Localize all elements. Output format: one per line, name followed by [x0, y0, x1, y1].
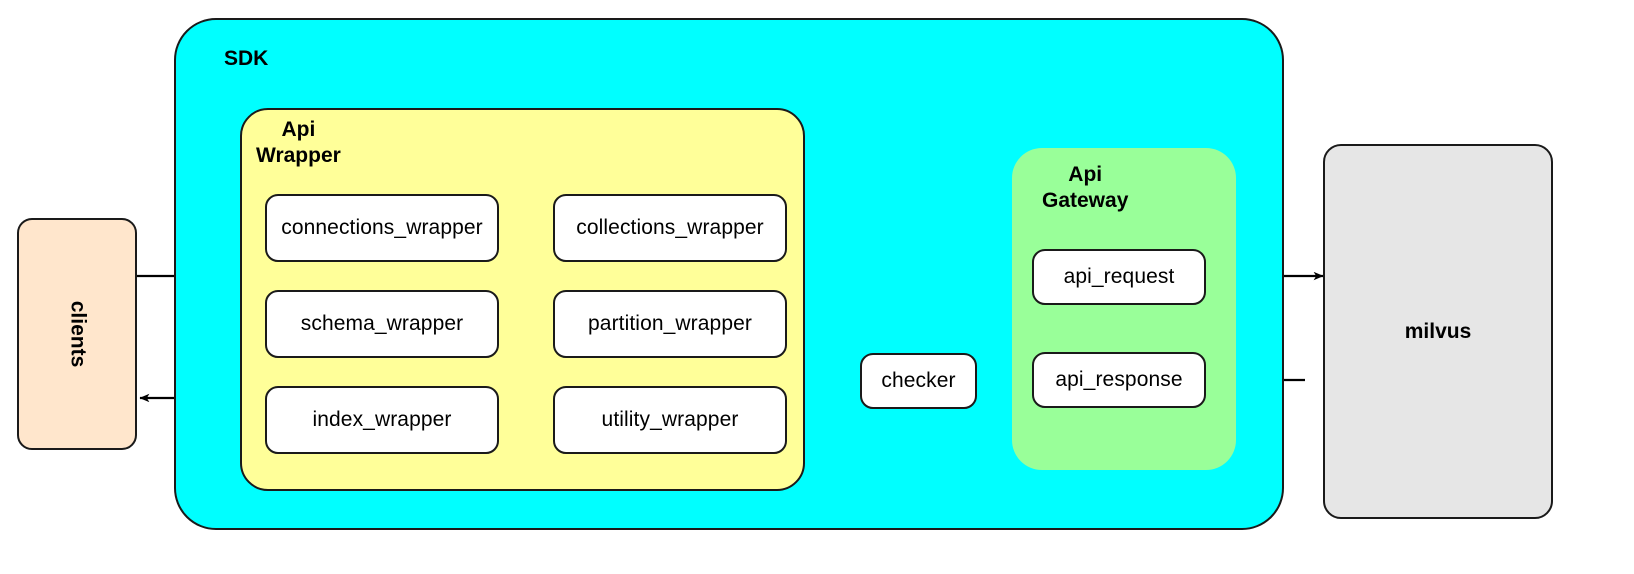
- node-checker[interactable]: checker: [860, 353, 977, 409]
- node-label: api_response: [1055, 368, 1183, 391]
- clients-label: clients: [66, 300, 89, 368]
- api-gateway-container[interactable]: Api Gateway: [1012, 148, 1236, 470]
- node-collections-wrapper[interactable]: collections_wrapper: [553, 194, 787, 262]
- node-clients[interactable]: clients: [17, 218, 137, 450]
- node-api-request[interactable]: api_request: [1032, 249, 1206, 305]
- node-index-wrapper[interactable]: index_wrapper: [265, 386, 499, 454]
- node-label: index_wrapper: [312, 408, 452, 431]
- node-partition-wrapper[interactable]: partition_wrapper: [553, 290, 787, 358]
- node-label: connections_wrapper: [281, 216, 483, 239]
- node-label: checker: [881, 369, 956, 392]
- sdk-label: SDK: [224, 47, 269, 70]
- node-label: utility_wrapper: [601, 408, 739, 431]
- node-label: collections_wrapper: [576, 216, 764, 239]
- node-milvus[interactable]: milvus: [1323, 144, 1553, 519]
- node-connections-wrapper[interactable]: connections_wrapper: [265, 194, 499, 262]
- milvus-label: milvus: [1404, 319, 1472, 343]
- node-label: partition_wrapper: [588, 312, 752, 335]
- node-label: schema_wrapper: [300, 312, 464, 335]
- node-utility-wrapper[interactable]: utility_wrapper: [553, 386, 787, 454]
- api-gateway-label: Api Gateway: [1042, 163, 1129, 212]
- node-api-response[interactable]: api_response: [1032, 352, 1206, 408]
- node-schema-wrapper[interactable]: schema_wrapper: [265, 290, 499, 358]
- api-wrapper-label: Api Wrapper: [256, 118, 341, 167]
- node-label: api_request: [1063, 265, 1175, 288]
